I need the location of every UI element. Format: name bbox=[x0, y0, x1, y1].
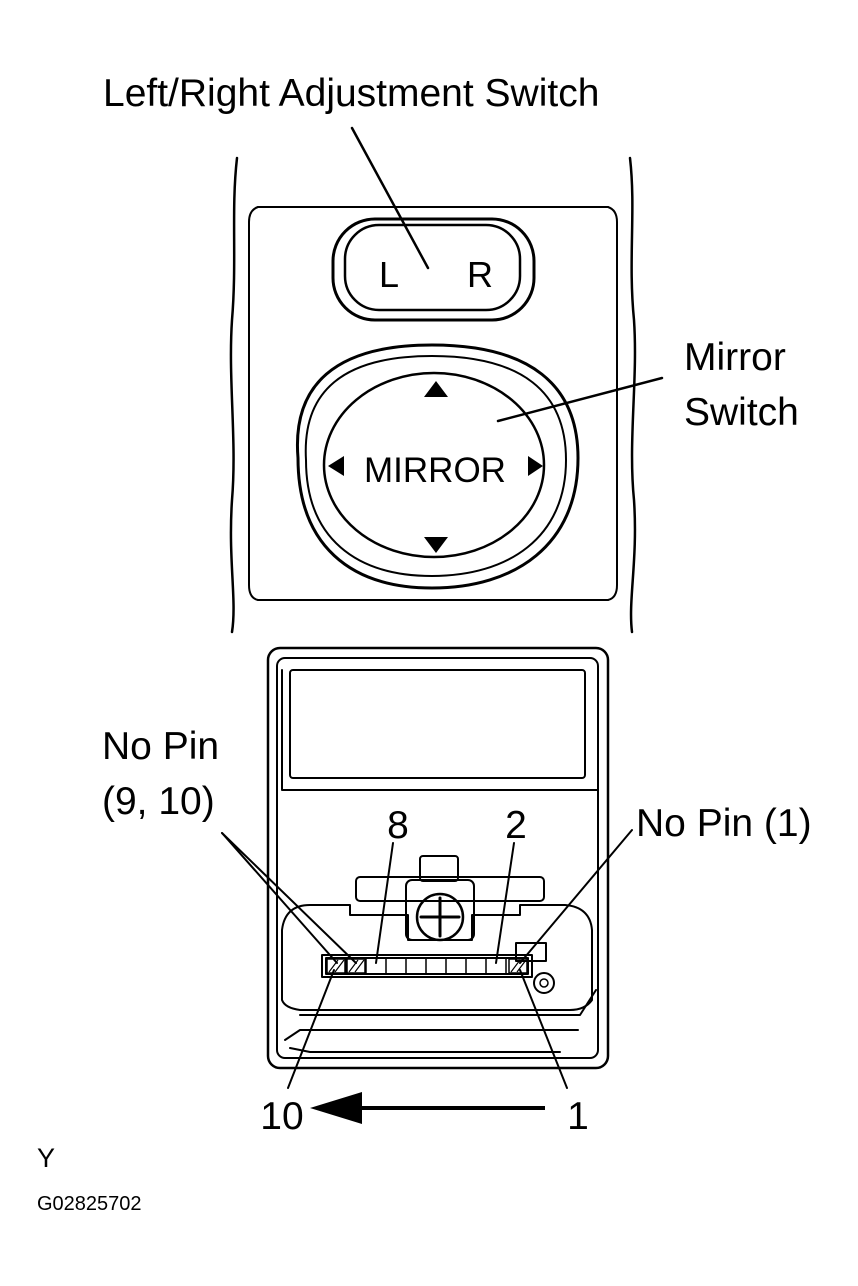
adjustment-switch-label: Left/Right Adjustment Switch bbox=[103, 72, 599, 115]
no-pin-left-leader-b bbox=[221, 832, 357, 964]
empty-cavity-9 bbox=[346, 958, 366, 974]
no-pin-right-leader bbox=[519, 829, 633, 964]
switch-panel bbox=[229, 156, 637, 634]
no-pin-left-label-line2: (9, 10) bbox=[102, 780, 215, 823]
arrow-right-icon bbox=[528, 456, 543, 476]
switch-right-label: R bbox=[467, 254, 493, 295]
figure-id: G02825702 bbox=[37, 1193, 142, 1215]
mirror-switch-label-line2: Switch bbox=[684, 391, 799, 434]
mirror-switch-face-label: MIRROR bbox=[364, 451, 506, 490]
lr-adjustment-switch[interactable]: L R bbox=[331, 217, 536, 322]
empty-cavity-10 bbox=[326, 958, 346, 974]
pin-1-label: 1 bbox=[567, 1095, 589, 1138]
empty-cavity-1 bbox=[508, 958, 528, 974]
switch-left-label: L bbox=[379, 254, 399, 295]
pin-2-label: 2 bbox=[505, 804, 527, 847]
connector-housing bbox=[266, 646, 610, 1070]
arrow-down-icon bbox=[424, 537, 448, 553]
mirror-switch[interactable]: MIRROR bbox=[295, 343, 580, 590]
arrow-up-icon bbox=[424, 381, 448, 397]
arrow-left-icon bbox=[328, 456, 344, 476]
pin-10-leader bbox=[287, 969, 335, 1089]
no-pin-left-label-line1: No Pin bbox=[102, 725, 219, 768]
pin-8-leader bbox=[375, 842, 394, 964]
pin-1-leader bbox=[519, 969, 568, 1089]
adjustment-switch-leader bbox=[350, 126, 430, 270]
no-pin-left-leader-a bbox=[221, 832, 338, 964]
pin-10-label: 10 bbox=[260, 1095, 303, 1138]
no-pin-right-label: No Pin (1) bbox=[636, 802, 812, 845]
pin-direction-arrow bbox=[310, 1092, 545, 1124]
mirror-switch-label-line1: Mirror bbox=[684, 336, 786, 379]
pin-2-leader bbox=[495, 842, 515, 964]
pin-8-label: 8 bbox=[387, 804, 409, 847]
footer-code: Y bbox=[37, 1143, 55, 1173]
mirror-switch-leader bbox=[496, 376, 664, 423]
